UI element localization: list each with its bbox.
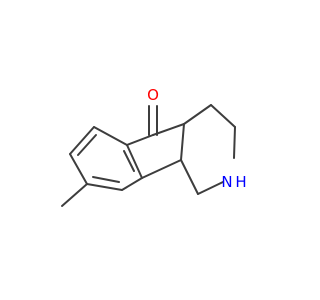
bond-c4-c3 <box>210 104 236 128</box>
bond-c1-c9b <box>180 159 199 195</box>
bond-n2-c1 <box>197 181 224 195</box>
bond-c9a-c4b <box>126 144 143 179</box>
bond-c9a-c4b-inner <box>123 150 135 172</box>
nitrogen-atom-label: N <box>221 173 232 191</box>
bond-c4b-c6 <box>93 126 128 146</box>
bond-c8-c9-inner <box>92 176 120 183</box>
bond-c4a-c9b <box>180 123 185 161</box>
bond-c6-c7-inner <box>77 134 97 156</box>
bond-c8-methyl <box>61 183 88 207</box>
oxygen-atom-label: O <box>147 86 159 104</box>
bond-c8-c9 <box>86 183 123 191</box>
bond-c4b-c5 <box>126 134 154 146</box>
bond-c3-n2 <box>233 126 236 159</box>
bond-c9b-c9a <box>141 159 182 179</box>
bond-c4a-c4 <box>183 104 212 125</box>
bond-c7-c8 <box>69 153 88 185</box>
bond-c5-c4a <box>152 123 185 136</box>
bond-c6-c7 <box>69 126 95 155</box>
hydrogen-atom-label: H <box>235 173 246 191</box>
molecule-structure: O N H <box>61 86 247 207</box>
bond-c9-c9a <box>121 177 143 191</box>
